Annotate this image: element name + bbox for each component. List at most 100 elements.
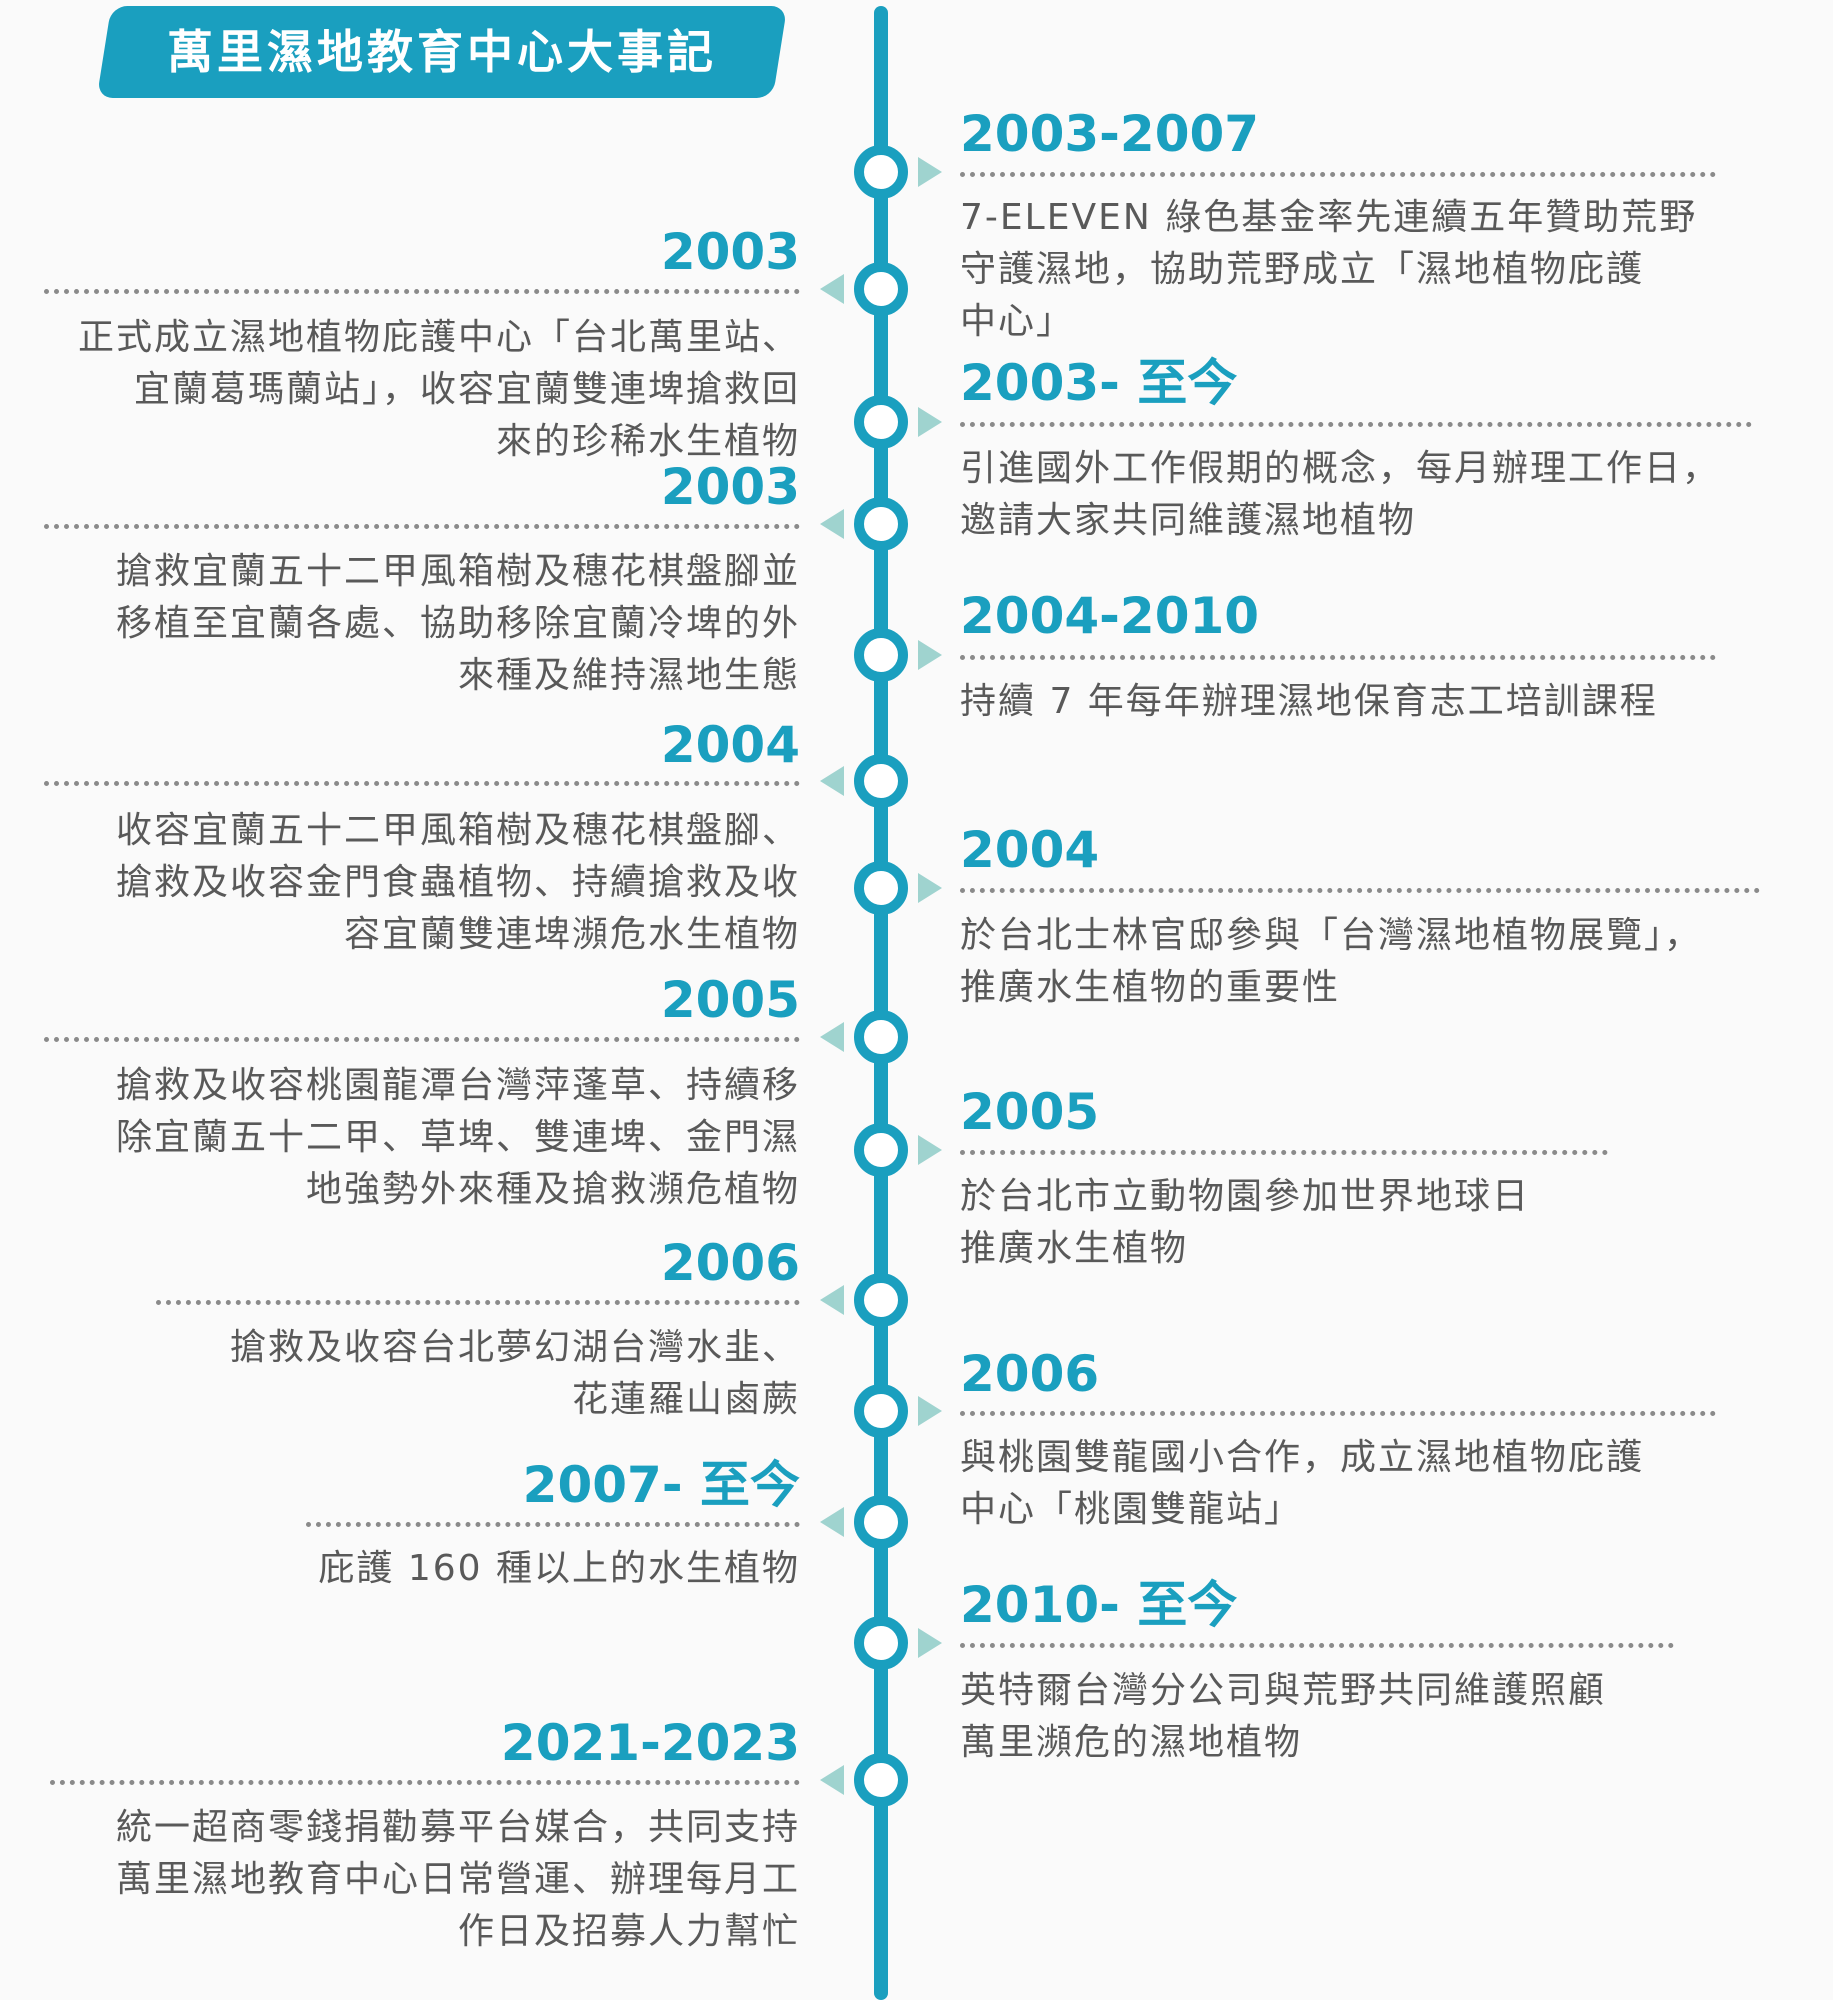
right-event-4-description-line: 推廣水生植物的重要性 <box>960 967 1341 1008</box>
left-event-5-node <box>854 1273 908 1327</box>
right-event-4-year: 2004 <box>960 821 1100 879</box>
right-event-5-description-line: 推廣水生植物 <box>960 1228 1189 1269</box>
right-event-3-description-line: 持續 7 年每年辦理濕地保育志工培訓課程 <box>960 681 1658 722</box>
left-event-1-description-line: 來的珍稀水生植物 <box>495 421 800 462</box>
left-event-4-description: 搶救及收容桃園龍潭台灣萍蓬草、持續移除宜蘭五十二甲、草埤、雙連埤、金門濕地強勢外… <box>116 1060 800 1216</box>
left-event-3-description: 收容宜蘭五十二甲風箱樹及穗花棋盤腳、搶救及收容金門食蟲植物、持續搶救及收容宜蘭雙… <box>116 805 800 961</box>
right-event-2-description-line: 引進國外工作假期的概念，每月辦理工作日， <box>960 448 1721 489</box>
left-event-6-divider <box>306 1522 800 1527</box>
left-event-2-description-line: 搶救宜蘭五十二甲風箱樹及穗花棋盤腳並 <box>115 551 800 592</box>
right-event-6-description: 與桃園雙龍國小合作，成立濕地植物庇護中心「桃園雙龍站」 <box>960 1432 1644 1536</box>
left-event-3-node <box>854 754 908 808</box>
left-event-7-description-line: 作日及招募人力幫忙 <box>457 1911 800 1952</box>
right-event-5-description: 於台北市立動物園參加世界地球日推廣水生植物 <box>960 1171 1530 1275</box>
left-event-7-description-line: 萬里濕地教育中心日常營運、辦理每月工 <box>115 1859 800 1900</box>
right-event-3-arrow <box>918 640 942 670</box>
left-event-1-year: 2003 <box>660 223 800 281</box>
right-event-1-description-line: 7-ELEVEN 綠色基金率先連續五年贊助荒野 <box>960 197 1698 238</box>
left-event-5-year: 2006 <box>660 1234 800 1292</box>
left-event-1-description: 正式成立濕地植物庇護中心「台北萬里站、宜蘭葛瑪蘭站」，收容宜蘭雙連埤搶救回來的珍… <box>78 312 800 468</box>
left-event-7-node <box>854 1753 908 1807</box>
left-event-4-description-line: 除宜蘭五十二甲、草埤、雙連埤、金門濕 <box>115 1117 800 1158</box>
right-event-4-node <box>854 861 908 915</box>
left-event-4-year: 2005 <box>660 971 800 1029</box>
page-title: 萬里濕地教育中心大事記 <box>167 25 717 79</box>
left-event-5-description-line: 花蓮羅山鹵蕨 <box>571 1379 800 1420</box>
left-event-2-description: 搶救宜蘭五十二甲風箱樹及穗花棋盤腳並移植至宜蘭各處、協助移除宜蘭冷埤的外來種及維… <box>116 546 800 702</box>
right-event-4-description-line: 於台北士林官邸參與「台灣濕地植物展覽」， <box>960 915 1703 956</box>
right-event-2-description: 引進國外工作假期的概念，每月辦理工作日， 邀請大家共同維護濕地植物 <box>960 443 1720 547</box>
left-event-7-year: 2021-2023 <box>500 1714 800 1772</box>
right-event-5-arrow <box>918 1135 942 1165</box>
left-event-3-description-line: 收容宜蘭五十二甲風箱樹及穗花棋盤腳、 <box>115 810 800 851</box>
right-event-6-node <box>854 1384 908 1438</box>
right-event-6-description-line: 中心「桃園雙龍站」 <box>960 1489 1303 1530</box>
right-event-1-node <box>854 145 908 199</box>
left-event-2-year: 2003 <box>660 458 800 516</box>
left-event-7-description-line: 統一超商零錢捐勸募平台媒合，共同支持 <box>115 1807 800 1848</box>
left-event-3-arrow <box>820 766 844 796</box>
left-event-2-node <box>854 497 908 551</box>
right-event-5-year: 2005 <box>960 1083 1100 1141</box>
right-event-7-node <box>854 1616 908 1670</box>
left-event-5-description-line: 搶救及收容台北夢幻湖台灣水韭、 <box>229 1327 800 1368</box>
right-event-4-divider <box>960 888 1760 893</box>
left-event-4-description-line: 地強勢外來種及搶救瀕危植物 <box>305 1169 800 1210</box>
left-event-3-year: 2004 <box>660 716 800 774</box>
left-event-6-node <box>854 1495 908 1549</box>
left-event-1-description-line: 正式成立濕地植物庇護中心「台北萬里站、 <box>77 317 800 358</box>
left-event-2-description-line: 移植至宜蘭各處、協助移除宜蘭冷埤的外 <box>115 603 800 644</box>
right-event-1-arrow <box>918 157 942 187</box>
left-event-3-description-line: 搶救及收容金門食蟲植物、持續搶救及收 <box>115 862 800 903</box>
right-event-2-divider <box>960 422 1752 427</box>
right-event-5-node <box>854 1123 908 1177</box>
right-event-3-node <box>854 628 908 682</box>
right-event-1-description: 7-ELEVEN 綠色基金率先連續五年贊助荒野守護濕地，協助荒野成立「濕地植物庇… <box>960 192 1697 348</box>
left-event-6-description: 庇護 160 種以上的水生植物 <box>318 1543 800 1595</box>
right-event-3-divider <box>960 655 1716 660</box>
right-event-5-description-line: 於台北市立動物園參加世界地球日 <box>960 1176 1531 1217</box>
right-event-7-description-line: 英特爾台灣分公司與荒野共同維護照顧 <box>960 1670 1607 1711</box>
right-event-1-description-line: 守護濕地，協助荒野成立「濕地植物庇護 <box>960 249 1645 290</box>
right-event-3-year: 2004-2010 <box>960 587 1260 645</box>
left-event-7-divider <box>50 1780 800 1785</box>
right-event-7-description: 英特爾台灣分公司與荒野共同維護照顧萬里瀕危的濕地植物 <box>960 1665 1606 1769</box>
left-event-6-arrow <box>820 1507 844 1537</box>
left-event-4-divider <box>44 1037 800 1042</box>
left-event-4-node <box>854 1010 908 1064</box>
left-event-1-divider <box>44 289 800 294</box>
right-event-6-description-line: 與桃園雙龍國小合作，成立濕地植物庇護 <box>960 1437 1645 1478</box>
right-event-6-arrow <box>918 1396 942 1426</box>
left-event-4-arrow <box>820 1022 844 1052</box>
right-event-4-description: 於台北士林官邸參與「台灣濕地植物展覽」， 推廣水生植物的重要性 <box>960 910 1702 1014</box>
left-event-6-description-line: 庇護 160 種以上的水生植物 <box>318 1548 800 1589</box>
right-event-6-divider <box>960 1411 1716 1416</box>
left-event-5-divider <box>156 1300 800 1305</box>
right-event-2-description-line: 邀請大家共同維護濕地植物 <box>960 500 1417 541</box>
left-event-7-arrow <box>820 1765 844 1795</box>
right-event-5-divider <box>960 1150 1608 1155</box>
left-event-5-description: 搶救及收容台北夢幻湖台灣水韭、花蓮羅山鹵蕨 <box>230 1322 800 1426</box>
right-event-7-divider <box>960 1643 1674 1648</box>
left-event-6-year: 2007- 至今 <box>522 1456 800 1514</box>
right-event-7-description-line: 萬里瀕危的濕地植物 <box>960 1722 1303 1763</box>
right-event-4-arrow <box>918 873 942 903</box>
left-event-4-description-line: 搶救及收容桃園龍潭台灣萍蓬草、持續移 <box>115 1065 800 1106</box>
left-event-1-arrow <box>820 274 844 304</box>
right-event-2-arrow <box>918 407 942 437</box>
right-event-6-year: 2006 <box>960 1345 1100 1403</box>
left-event-3-description-line: 容宜蘭雙連埤瀕危水生植物 <box>343 914 800 955</box>
left-event-2-arrow <box>820 509 844 539</box>
left-event-2-divider <box>44 524 800 529</box>
left-event-5-arrow <box>820 1285 844 1315</box>
right-event-2-node <box>854 395 908 449</box>
right-event-7-arrow <box>918 1628 942 1658</box>
left-event-2-description-line: 來種及維持濕地生態 <box>457 655 800 696</box>
left-event-3-divider <box>44 781 800 786</box>
left-event-1-node <box>854 262 908 316</box>
right-event-7-year: 2010- 至今 <box>960 1576 1238 1634</box>
right-event-3-description: 持續 7 年每年辦理濕地保育志工培訓課程 <box>960 676 1658 728</box>
right-event-1-divider <box>960 172 1716 177</box>
right-event-1-description-line: 中心」 <box>960 301 1075 342</box>
right-event-2-year: 2003- 至今 <box>960 354 1238 412</box>
